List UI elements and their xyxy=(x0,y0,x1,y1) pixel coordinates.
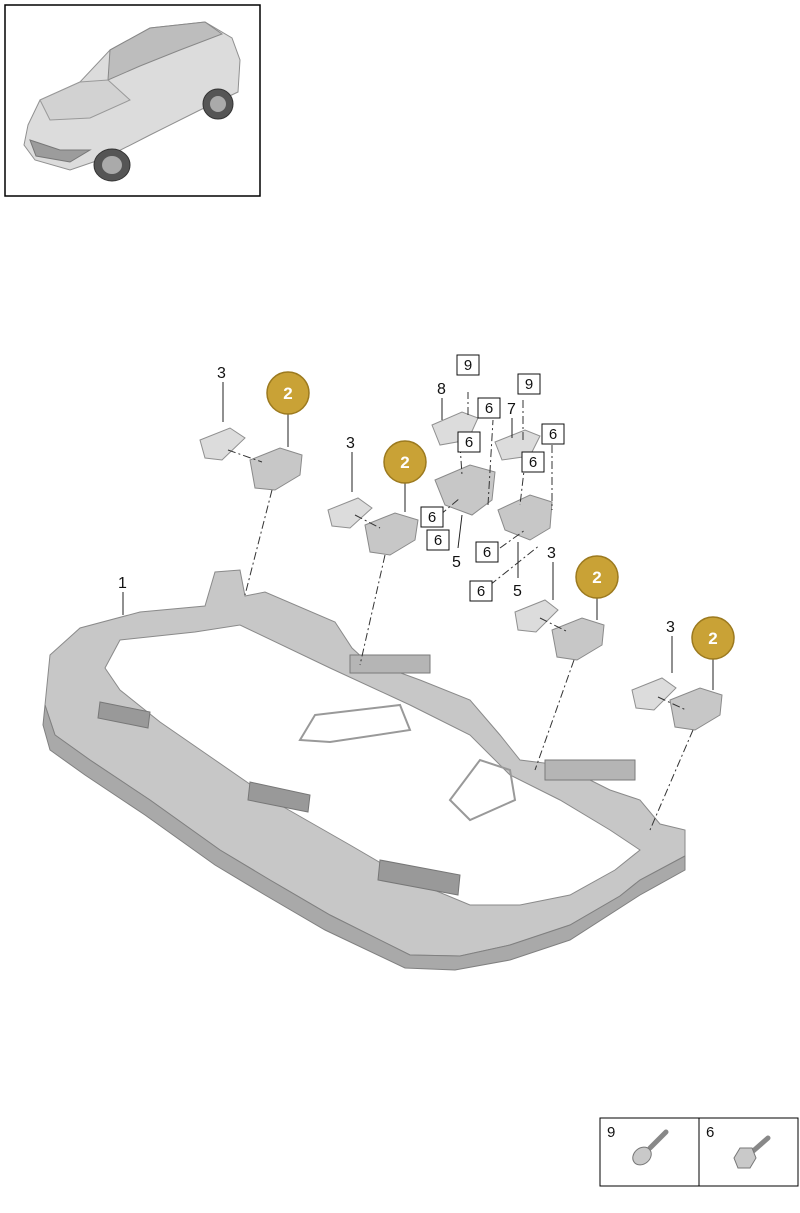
callout-8: 8 xyxy=(437,381,446,398)
svg-text:9: 9 xyxy=(525,376,533,393)
boxed-6-e: 6 xyxy=(420,506,444,528)
legend-label-6: 6 xyxy=(706,1124,714,1141)
svg-text:6: 6 xyxy=(465,434,473,451)
assembly-lines xyxy=(227,392,694,831)
badge-2-b: 2 xyxy=(383,440,427,484)
fastener-legend: 9 6 xyxy=(599,1117,799,1187)
callout-3-b: 3 xyxy=(346,435,355,452)
callout-3-a: 3 xyxy=(217,365,226,382)
svg-text:6: 6 xyxy=(434,532,442,549)
vehicle-thumbnail xyxy=(4,4,261,197)
boxed-6-h: 6 xyxy=(469,580,493,602)
boxed-9-a: 9 xyxy=(456,354,480,376)
svg-text:9: 9 xyxy=(464,357,472,374)
clip-part-3 xyxy=(199,427,677,711)
svg-text:2: 2 xyxy=(708,629,717,648)
badge-2-a: 2 xyxy=(266,371,310,415)
seat-frame xyxy=(42,569,686,971)
svg-text:2: 2 xyxy=(283,384,292,403)
boxed-callouts: 9 9 6 6 6 6 6 6 xyxy=(420,354,565,602)
svg-text:2: 2 xyxy=(592,568,601,587)
callout-5-a: 5 xyxy=(452,554,461,571)
svg-text:6: 6 xyxy=(477,583,485,600)
svg-text:6: 6 xyxy=(428,509,436,526)
suv-illustration xyxy=(23,21,241,182)
leader-lines xyxy=(122,382,714,690)
svg-text:2: 2 xyxy=(400,453,409,472)
svg-text:6: 6 xyxy=(485,400,493,417)
callout-5-b: 5 xyxy=(513,583,522,600)
callout-3-d: 3 xyxy=(666,619,675,636)
svg-text:6: 6 xyxy=(529,454,537,471)
boxed-6-f: 6 xyxy=(426,529,450,551)
svg-text:6: 6 xyxy=(549,426,557,443)
badge-2-d: 2 xyxy=(691,616,735,660)
guide-part-2 xyxy=(249,447,723,731)
boxed-9-b: 9 xyxy=(517,373,541,395)
badge-callouts: 2 2 2 2 xyxy=(266,371,735,660)
boxed-6-b: 6 xyxy=(541,423,565,445)
screw-icon xyxy=(632,1129,669,1166)
boxed-6-d: 6 xyxy=(521,451,545,473)
callout-7: 7 xyxy=(507,401,516,418)
boxed-6-c: 6 xyxy=(457,431,481,453)
boxed-6-a: 6 xyxy=(477,397,501,419)
callout-numbers: 1 3 3 3 3 8 7 5 5 xyxy=(118,365,675,636)
bolt-icon xyxy=(733,1135,771,1169)
svg-text:6: 6 xyxy=(483,544,491,561)
callout-3-c: 3 xyxy=(547,545,556,562)
badge-2-c: 2 xyxy=(575,555,619,599)
bracket-parts xyxy=(431,411,553,541)
callout-1: 1 xyxy=(118,575,127,592)
boxed-6-g: 6 xyxy=(475,541,499,563)
legend-label-9: 9 xyxy=(607,1124,615,1141)
